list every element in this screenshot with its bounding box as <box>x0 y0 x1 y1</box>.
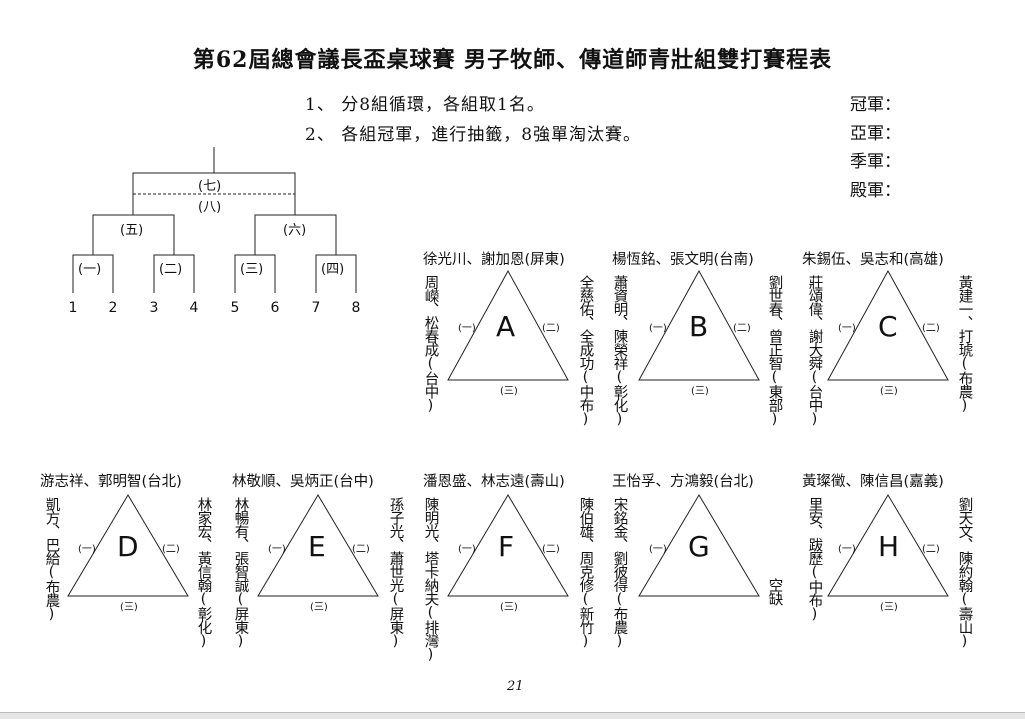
group-h-header: 黃璨徵、陳信昌(嘉義) <box>802 474 944 490</box>
group-g-header: 王怡孚、方鴻毅(台北) <box>612 474 754 490</box>
group-f-letter: F <box>498 530 515 563</box>
bracket-quarter-label-3: (三) <box>240 262 264 277</box>
seed-8: 8 <box>351 300 361 316</box>
bracket-semi-label-2: (六) <box>283 223 307 238</box>
group-e-letter: E <box>308 530 326 563</box>
group-e-left-team: 林暢有、張智誠(屏東) <box>232 497 249 649</box>
group-a-right-team: 全慈佑、全成功(中布) <box>577 275 594 427</box>
bracket-third-place-label: (八) <box>198 200 222 215</box>
group-f-header: 潘恩盛、林志遠(壽山) <box>423 474 565 490</box>
third-place-label: 季軍： <box>850 152 901 172</box>
group-h-match-2: (二) <box>922 544 940 555</box>
group-h-match-3: (三) <box>880 602 898 613</box>
group-c-left-team: 莊頌偉、謝大舜(台中) <box>806 275 823 427</box>
group-e-match-3: (三) <box>310 602 328 613</box>
bracket-quarter-label-2: (二) <box>159 262 183 277</box>
group-a-header: 徐光川、謝加恩(屏東) <box>423 252 565 268</box>
group-e-match-2: (二) <box>352 544 370 555</box>
group-g-letter: G <box>688 530 710 563</box>
group-f-match-2: (二) <box>542 544 560 555</box>
group-c-match-2: (二) <box>922 323 940 334</box>
group-h-letter: H <box>878 530 900 563</box>
group-a-match-3: (三) <box>500 386 518 397</box>
bracket-final-label: (七) <box>198 179 222 194</box>
group-a-match-2: (二) <box>542 323 560 334</box>
bracket-quarter-label-1: (一) <box>78 262 102 277</box>
seed-4: 4 <box>189 300 199 316</box>
group-e-right-team: 孫子光、蕭世光(屏東) <box>387 497 404 649</box>
group-h-right-team: 劉天文、陳約翰(壽山) <box>956 497 973 649</box>
group-c-match-3: (三) <box>880 386 898 397</box>
group-c-right-team: 黃建一、打琥(布農) <box>956 275 973 413</box>
seed-3: 3 <box>149 300 159 316</box>
group-b-left-team: 蕭資明、陳榮祥(彰化) <box>611 275 628 427</box>
bracket-semi-label-1: (五) <box>120 223 144 238</box>
bracket-quarter-label-4: (四) <box>321 262 345 277</box>
group-h-left-team: 里安、跋歷(中布) <box>806 497 823 622</box>
group-f-left-team: 陳明光、塔卡納夫(排灣) <box>422 497 439 662</box>
group-a-letter: A <box>496 310 516 343</box>
page-bottom-edge <box>0 712 1025 719</box>
rule-1: 1、 分8組循環，各組取1名。 <box>305 95 545 115</box>
group-e-match-1: (一) <box>268 544 286 555</box>
group-b-letter: B <box>689 310 709 343</box>
group-a-match-1: (一) <box>458 323 476 334</box>
group-b-header: 楊恆銘、張文明(台南) <box>612 252 754 268</box>
group-a-left-team: 周嶸、松春成(台中) <box>422 275 439 413</box>
group-g-left-team: 宋銘金、劉彼得(布農) <box>611 497 628 649</box>
group-d-right-team: 林家宏、黃信翰(彰化) <box>195 497 212 649</box>
group-d-left-team: 凱方、巴給(布農) <box>43 497 60 622</box>
seed-5: 5 <box>230 300 240 316</box>
group-d-match-2: (二) <box>162 544 180 555</box>
seed-2: 2 <box>108 300 118 316</box>
group-f-match-3: (三) <box>500 602 518 613</box>
group-c-match-1: (一) <box>838 323 856 334</box>
group-d-letter: D <box>117 530 139 563</box>
page-number: 21 <box>507 679 524 694</box>
group-d-match-1: (一) <box>78 544 96 555</box>
page-title: 第62屆總會議長盃桌球賽 男子牧師、傳道師青壯組雙打賽程表 <box>192 47 833 73</box>
runner-up-label: 亞軍： <box>850 124 901 144</box>
group-c-header: 朱錫伍、吳志和(高雄) <box>802 252 944 268</box>
group-c-letter: C <box>878 310 898 343</box>
rule-2: 2、 各組冠軍，進行抽籤，8強單淘汰賽。 <box>305 125 642 145</box>
group-f-right-team: 陳伯雄、周克修(新竹) <box>577 497 594 649</box>
seed-1: 1 <box>68 300 78 316</box>
group-e-header: 林敬順、吳炳正(台中) <box>232 474 374 490</box>
seed-6: 6 <box>270 300 280 316</box>
group-d-match-3: (三) <box>120 602 138 613</box>
group-b-match-1: (一) <box>649 323 667 334</box>
group-h-match-1: (一) <box>838 544 856 555</box>
group-g-match-1: (一) <box>649 544 667 555</box>
group-b-match-2: (二) <box>733 323 751 334</box>
champion-label: 冠軍： <box>850 95 901 115</box>
group-b-match-3: (三) <box>691 386 709 397</box>
group-g-right-team: 空缺 <box>766 578 783 605</box>
seed-7: 7 <box>311 300 321 316</box>
group-d-header: 游志祥、郭明智(台北) <box>40 474 182 490</box>
fourth-place-label: 殿軍： <box>850 181 901 201</box>
group-f-match-1: (一) <box>458 544 476 555</box>
group-b-right-team: 劉世春、曾正智(東部) <box>766 275 783 427</box>
